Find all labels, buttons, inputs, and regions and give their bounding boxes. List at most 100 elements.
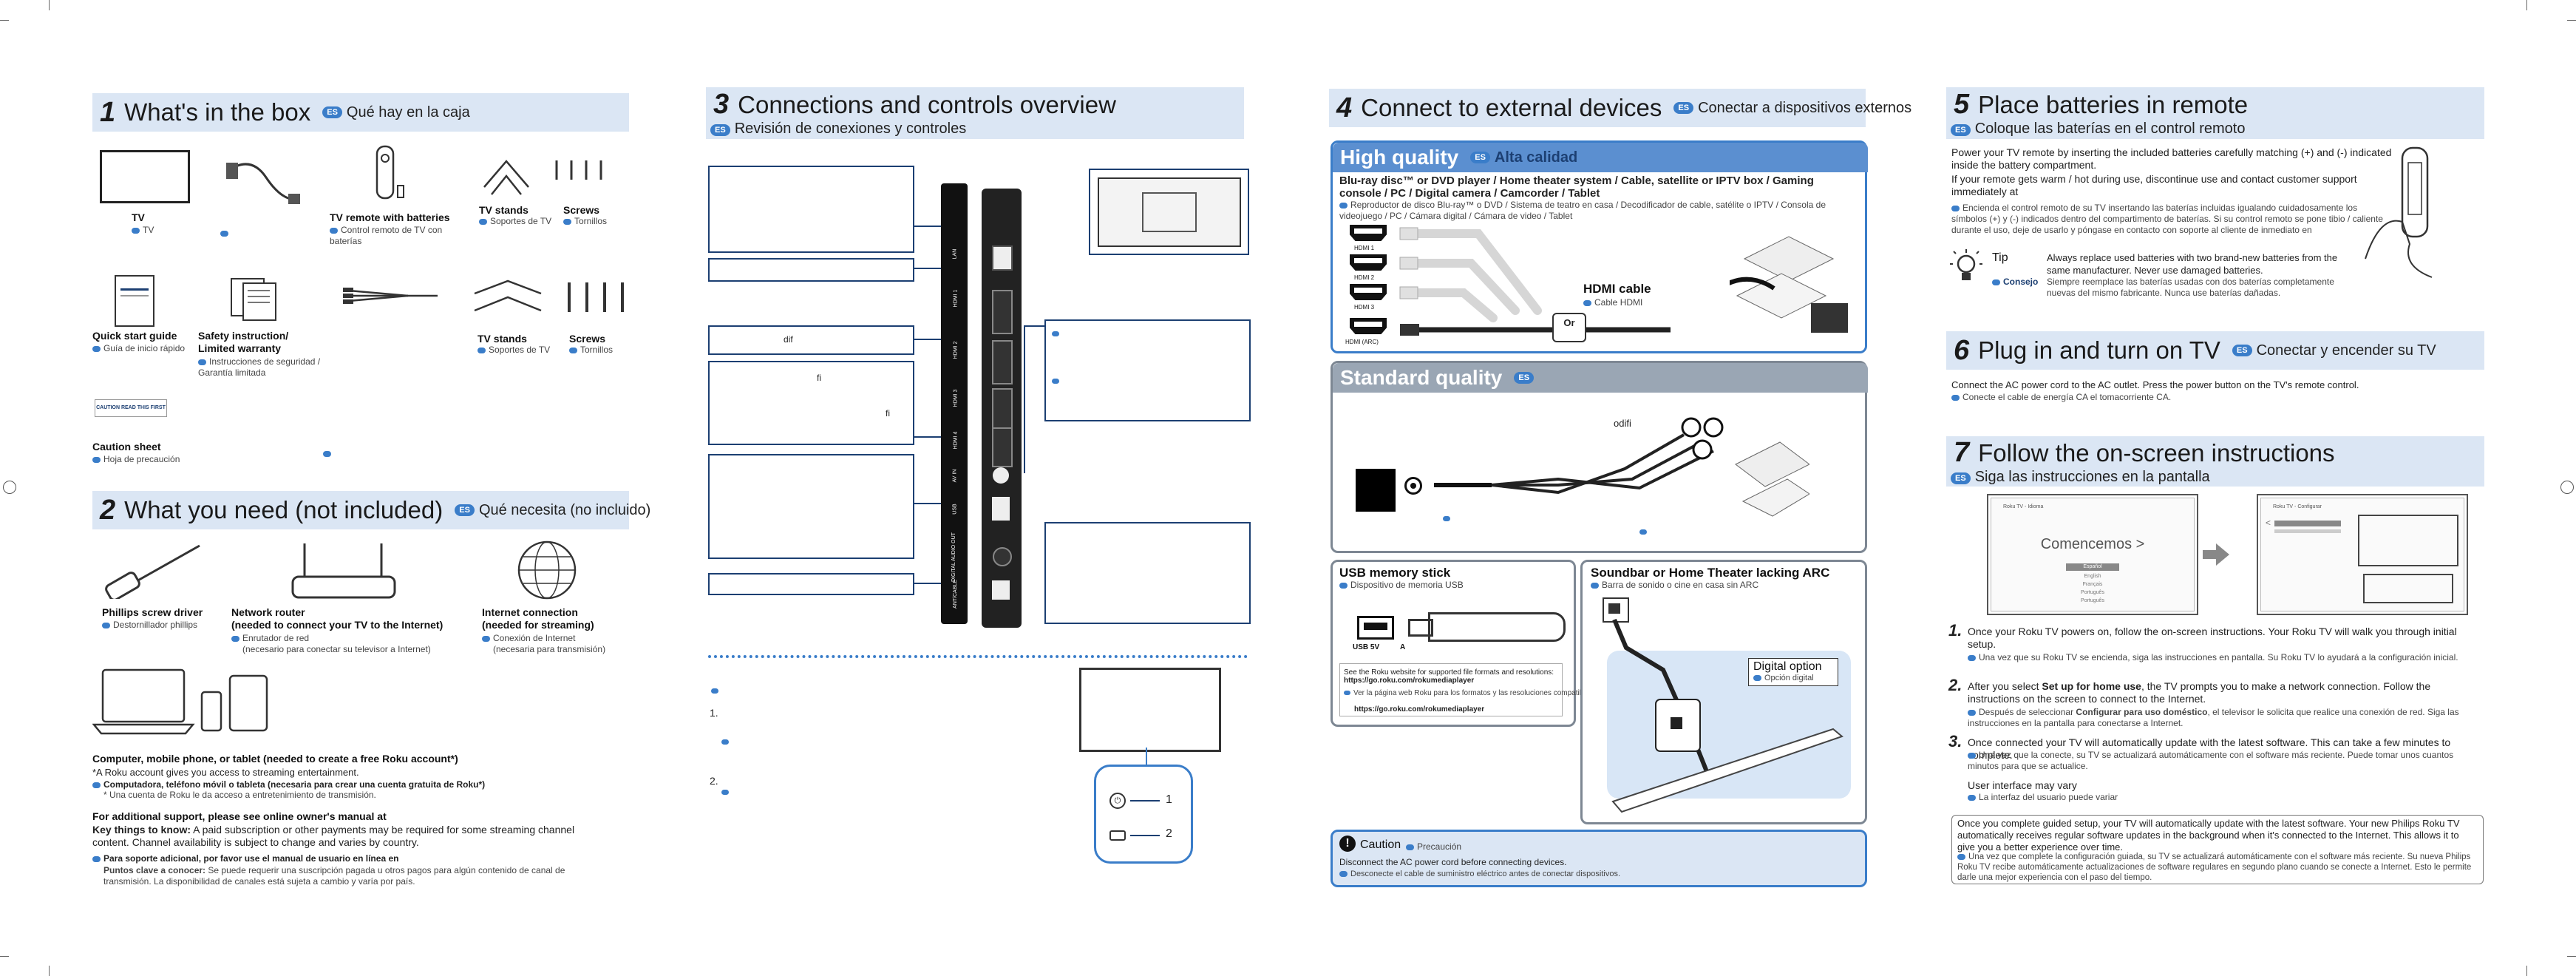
antenna-port	[992, 580, 1010, 600]
screws-illustration	[555, 160, 602, 180]
computer-note-es: * Una cuenta de Roku le da acceso a entr…	[103, 790, 376, 800]
safety-label-es: Instrucciones de seguridad /Garantía lim…	[198, 356, 321, 378]
es-dot	[721, 790, 729, 795]
hq-devices-es: Reproductor de disco Blu-ray™ o DVD / Si…	[1339, 200, 1826, 221]
callout-box: dif	[708, 325, 914, 355]
phillips-label: Phillips screw driver	[102, 606, 203, 618]
hdmi-arc-label: HDMI (ARC)	[1345, 339, 1379, 345]
high-quality-header: High quality ES Alta calidad	[1333, 143, 1868, 172]
hdmi-port-2	[992, 340, 1013, 384]
hdmi-2-label: HDMI 2	[1354, 274, 1375, 281]
final-note-box	[1951, 815, 2484, 884]
internet-label-es: Conexión de Internet(necesaria para tran…	[482, 633, 605, 655]
caution-text: Disconnect the AC power cord before conn…	[1339, 857, 1567, 867]
crop-mark	[2567, 20, 2576, 21]
screws2-label: Screws	[569, 333, 606, 345]
devices-illustration	[92, 668, 268, 735]
section-number: 7	[1954, 437, 1970, 468]
es-dot	[721, 739, 729, 745]
section-title: Plug in and turn on TV	[1978, 336, 2220, 364]
remote-illustration	[375, 145, 404, 200]
step-1-text-es: Una vez que su Roku TV se encienda, siga…	[1968, 652, 2464, 663]
optical-port	[993, 547, 1012, 566]
screen1-option: Français	[2082, 582, 2103, 587]
crop-mark	[0, 956, 9, 957]
av-device-block	[1356, 469, 1396, 512]
router-illustration	[291, 543, 396, 599]
computer-note: *A Roku account gives you access to stre…	[92, 767, 359, 778]
registration-mark	[3, 481, 16, 494]
step-2-number: 2.	[1948, 676, 1962, 694]
support-text: For additional support, please see onlin…	[92, 810, 387, 822]
hdmi-cable-routing	[1399, 227, 1671, 336]
lightbulb-icon	[1950, 249, 1982, 280]
key-things-es: Puntos clave a conocer: Se puede requeri…	[103, 865, 565, 887]
tv-side-panel-labels	[941, 183, 968, 624]
caution-title-es: Precaución	[1406, 841, 1461, 853]
support-text-es: Para soporte adicional, por favor use el…	[92, 853, 398, 864]
callout-box	[708, 166, 914, 253]
section-number: 4	[1336, 92, 1353, 123]
av-port	[993, 467, 1009, 484]
quick-start-guide-illustration	[115, 275, 154, 327]
section-title: Follow the on-screen instructions	[1978, 438, 2335, 467]
caution-sheet-label-es: Hoja de precaución	[92, 454, 180, 465]
lan-port	[992, 245, 1013, 271]
tv-buttons-closeup: ⏻ 1 2	[1094, 765, 1193, 864]
section-2-header: 2 What you need (not included) ES Qué ne…	[92, 491, 650, 529]
av-jack	[1404, 477, 1422, 495]
registration-mark	[2560, 481, 2574, 494]
es-badge: ES	[1951, 123, 1971, 136]
hdmi-port-icon	[1350, 318, 1387, 334]
callout-box	[1044, 319, 1251, 421]
es-badge: ES	[1673, 102, 1694, 114]
key-things: Key things to know: A paid subscription …	[92, 824, 575, 848]
section-1-header: 1 What's in the box ES Qué hay en la caj…	[92, 93, 629, 132]
hdmi-1-label: HDMI 1	[1354, 245, 1375, 251]
callout-box	[708, 258, 914, 282]
section-title-es: Coloque las baterías en el control remot…	[1974, 121, 2246, 137]
qsg-label: Quick start guide	[92, 330, 177, 342]
step-1-number: 1.	[1948, 621, 1962, 640]
section-title: What you need (not included)	[124, 496, 444, 523]
es-badge: ES	[2232, 345, 2252, 356]
final-note: Once you complete guided setup, your TV …	[1957, 818, 2460, 853]
soundbar-title: Soundbar or Home Theater lacking ARC	[1591, 566, 1830, 580]
globe-illustration	[517, 540, 577, 600]
step-1-text: Once your Roku TV powers on, follow the …	[1968, 626, 2457, 650]
usb-port-icon	[1357, 616, 1394, 640]
screen1-option: Português	[2081, 590, 2104, 595]
leader-line	[1146, 748, 1147, 765]
screws-label-es: Tornillos	[563, 216, 607, 227]
crop-mark	[0, 20, 9, 21]
es-badge: ES	[455, 504, 475, 516]
soundbar-illustration	[1611, 618, 1844, 813]
safety-booklet-illustration	[231, 278, 276, 321]
phillips-label-es: Destornillador phillips	[102, 620, 197, 631]
screen1-option: Português	[2081, 598, 2104, 603]
hq-devices: Blu-ray disc™ or DVD player / Home theat…	[1339, 174, 1814, 200]
router-label: Network router(needed to connect your TV…	[231, 606, 444, 631]
av-cable-illustration	[343, 288, 438, 304]
hdmi-port-icon	[1350, 225, 1387, 241]
button-1-label: 1	[1166, 793, 1172, 806]
section-title: What's in the box	[124, 98, 311, 126]
es-dot	[711, 688, 718, 694]
es-dot	[1639, 529, 1647, 535]
sq-text: odifi	[1614, 418, 1631, 429]
crop-mark	[2526, 966, 2527, 976]
internet-label: Internet connection(needed for streaming…	[482, 606, 594, 631]
hdmi-3-label: HDMI 3	[1354, 304, 1375, 311]
or-badge: Or	[1552, 313, 1586, 342]
screen2-header: Roku TV - Configurar	[2273, 504, 2322, 509]
section-6-header: 6 Plug in and turn on TV ES Conectar y e…	[1946, 331, 2484, 370]
screws-label: Screws	[563, 204, 600, 216]
tv-stands-illustration	[483, 160, 529, 195]
hdmi-cable-label: HDMI cable	[1583, 282, 1651, 296]
usb-note-es: Ver la página web Roku para los formatos…	[1344, 688, 1595, 699]
crop-mark	[2526, 0, 2527, 10]
screen1-option: English	[2084, 574, 2101, 579]
